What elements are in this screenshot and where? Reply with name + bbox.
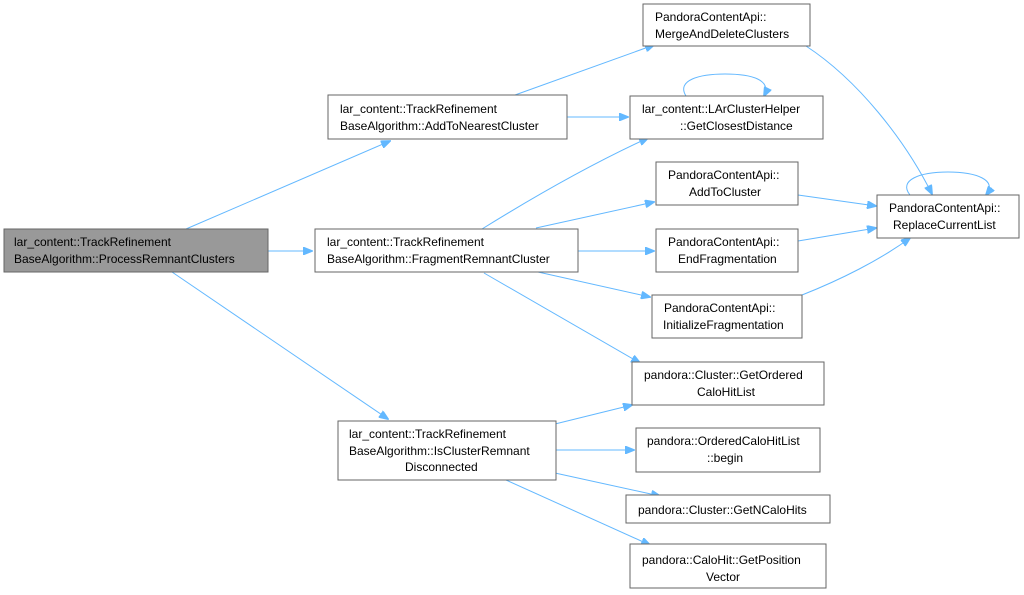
node-label-line: pandora::Cluster::GetNCaloHits (638, 503, 807, 517)
node-label-line: lar_content::TrackRefinement (340, 102, 498, 116)
edge-isdisc-to-ncalohits (554, 472, 660, 496)
node-label-line: MergeAndDeleteClusters (655, 27, 789, 41)
node-label-line: PandoraContentApi:: (668, 235, 779, 249)
node-label-line: lar_content::TrackRefinement (349, 427, 507, 441)
edge-fragment-to-ordered (483, 272, 640, 363)
edge-addtonearest-to-merge (514, 45, 654, 96)
node-is-cluster-remnant-disconnected[interactable]: lar_content::TrackRefinement BaseAlgorit… (337, 420, 557, 481)
node-get-closest-distance[interactable]: lar_content::LArClusterHelper ::GetClose… (629, 95, 824, 140)
node-label-line: ::GetClosestDistance (680, 119, 793, 133)
node-label-line: Vector (706, 570, 740, 584)
edge-isdisc-to-position (505, 479, 650, 545)
node-process-remnant-clusters[interactable]: lar_content::TrackRefinement BaseAlgorit… (3, 228, 269, 273)
node-label-line: BaseAlgorithm::AddToNearestCluster (340, 119, 539, 133)
edge-fragment-to-closest (481, 138, 648, 230)
node-label-line: lar_content::LArClusterHelper (642, 102, 800, 116)
node-label-line: InitializeFragmentation (663, 318, 784, 332)
edge-addtocluster-to-replace (797, 194, 876, 206)
node-label-line: PandoraContentApi:: (889, 201, 1000, 215)
node-label-line: EndFragmentation (678, 252, 777, 266)
node-label-line: ::begin (707, 451, 743, 465)
edge-isdisc-to-ordered (554, 405, 632, 425)
edge-fragment-to-addtocluster (535, 202, 654, 229)
node-label-line: pandora::Cluster::GetOrdered (644, 368, 803, 382)
node-fragment-remnant-cluster[interactable]: lar_content::TrackRefinement BaseAlgorit… (314, 228, 579, 273)
node-label-line: pandora::CaloHit::GetPosition (642, 553, 801, 567)
node-label-line: PandoraContentApi:: (668, 168, 779, 182)
node-add-to-nearest-cluster[interactable]: lar_content::TrackRefinement BaseAlgorit… (327, 94, 568, 140)
node-label-line: BaseAlgorithm::FragmentRemnantCluster (327, 252, 550, 266)
node-label-line: ReplaceCurrentList (893, 218, 996, 232)
edge-replace-self (906, 171, 990, 195)
node-label-line: BaseAlgorithm::ProcessRemnantClusters (14, 252, 235, 266)
node-label-line: pandora::OrderedCaloHitList (647, 434, 800, 448)
node-label-line: Disconnected (405, 460, 478, 474)
node-add-to-cluster[interactable]: PandoraContentApi:: AddToCluster (655, 161, 799, 206)
edge-process-to-addtonearest (185, 141, 390, 230)
node-get-n-calohits[interactable]: pandora::Cluster::GetNCaloHits (625, 494, 831, 524)
edge-fragment-to-initfrag (537, 271, 650, 297)
node-label-line: BaseAlgorithm::IsClusterRemnant (349, 444, 530, 458)
edge-process-to-isdisconnected (171, 271, 388, 419)
node-get-position-vector[interactable]: pandora::CaloHit::GetPosition Vector (629, 543, 827, 589)
node-label-line: AddToCluster (689, 185, 761, 199)
node-label-line: lar_content::TrackRefinement (14, 235, 172, 249)
node-label-line: PandoraContentApi:: (664, 301, 775, 315)
edge-endfrag-to-replace (797, 228, 876, 242)
edges (171, 45, 990, 545)
node-initialize-fragmentation[interactable]: PandoraContentApi:: InitializeFragmentat… (651, 294, 803, 339)
node-label-line: PandoraContentApi:: (655, 10, 766, 24)
node-label-line: CaloHitList (697, 385, 756, 399)
node-ordered-calohit-list-begin[interactable]: pandora::OrderedCaloHitList ::begin (635, 427, 821, 473)
node-get-ordered-calohit-list[interactable]: pandora::Cluster::GetOrdered CaloHitList (631, 361, 825, 406)
node-merge-and-delete-clusters[interactable]: PandoraContentApi:: MergeAndDeleteCluste… (642, 3, 811, 47)
edge-initfrag-to-replace (801, 238, 910, 296)
node-replace-current-list[interactable]: PandoraContentApi:: ReplaceCurrentList (876, 194, 1020, 239)
edge-merge-to-replace (805, 45, 932, 194)
node-label-line: lar_content::TrackRefinement (327, 235, 485, 249)
edge-closest-self (683, 73, 766, 96)
node-end-fragmentation[interactable]: PandoraContentApi:: EndFragmentation (655, 228, 799, 273)
